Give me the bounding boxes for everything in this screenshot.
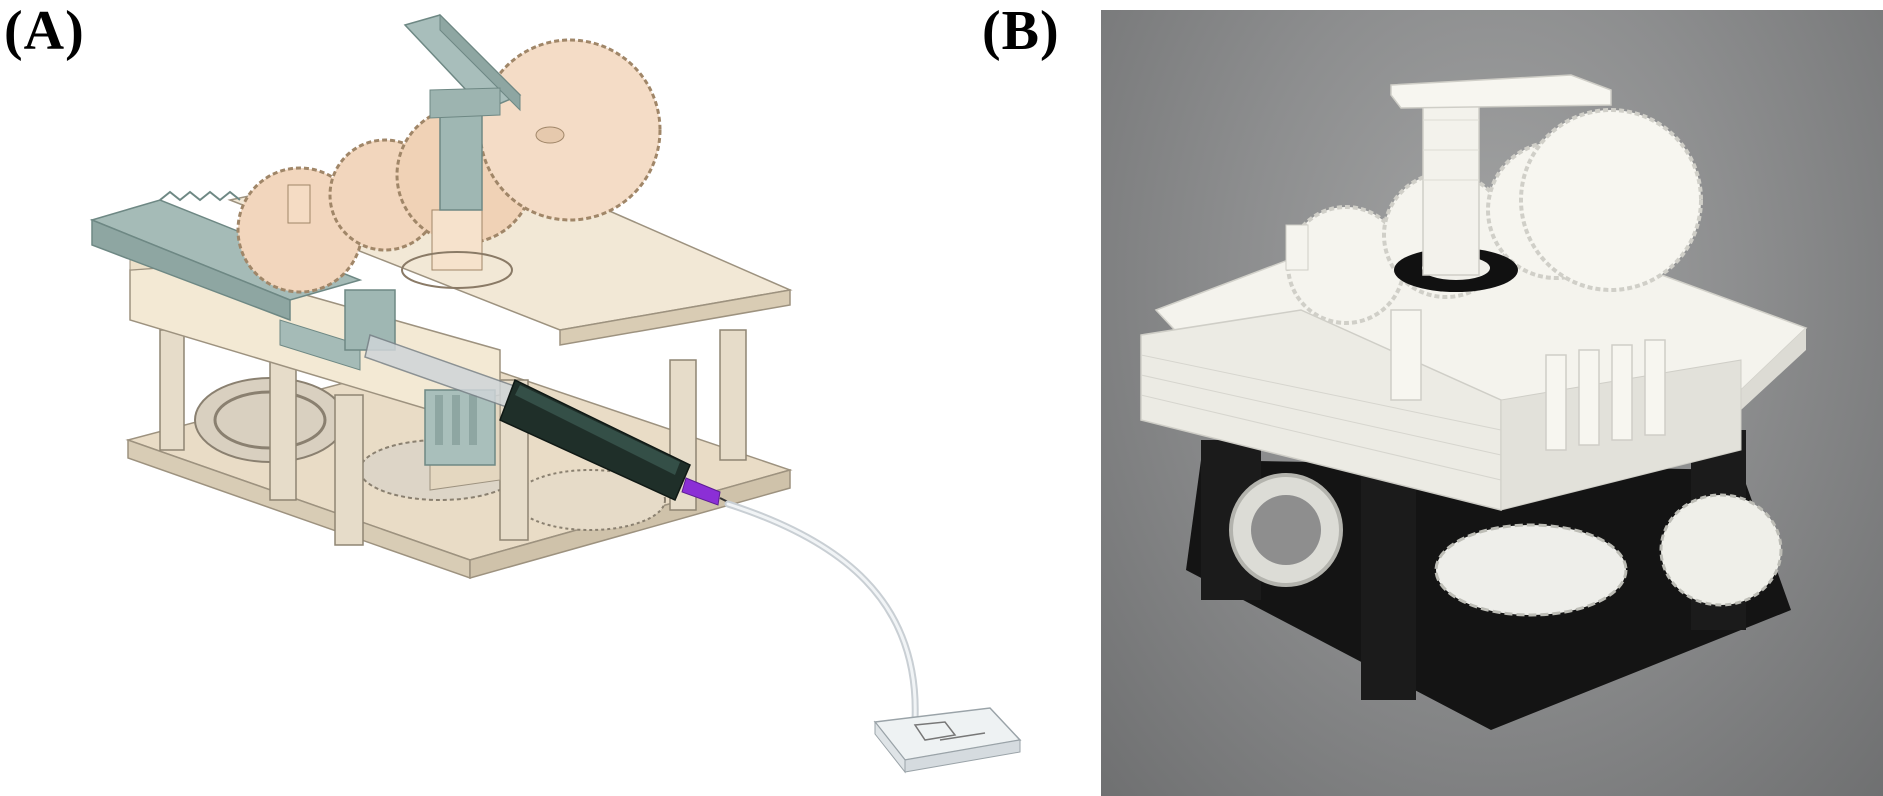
panel-label-b: (B) (982, 0, 1060, 62)
panel-a-cad-render (89, 13, 1022, 774)
large-gear (478, 38, 662, 222)
large-gear (1519, 108, 1703, 292)
lower-gear (514, 469, 666, 531)
syringe (364, 334, 729, 506)
needle-hub (681, 477, 721, 506)
t-handle-knob (403, 13, 522, 211)
printed-pump-photo (1140, 74, 1808, 730)
panel-label-a: (A) (4, 0, 85, 62)
gear-train (236, 38, 662, 294)
syringe-holder (424, 389, 496, 466)
lower-escapement (1434, 523, 1628, 617)
microfluidic-chip (873, 707, 1022, 774)
t-handle-knob (1390, 74, 1612, 276)
cad-render-illustration (89, 13, 1022, 774)
syringe-comb (1390, 309, 1666, 451)
panel-b-photo (1101, 10, 1883, 796)
tubing (724, 500, 919, 724)
